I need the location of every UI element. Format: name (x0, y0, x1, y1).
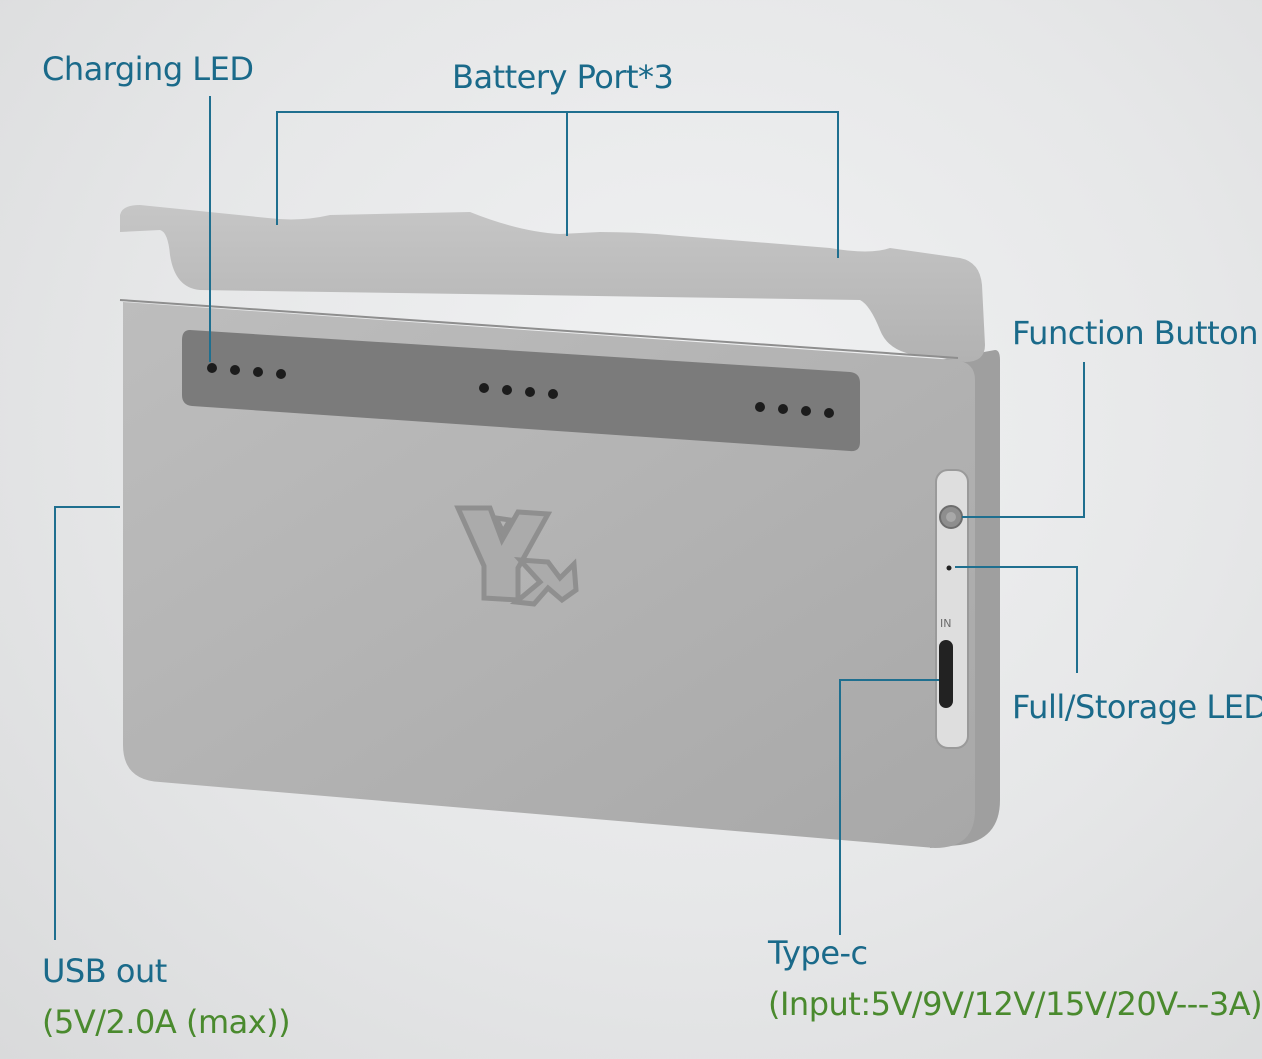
type-c-spec: (Input:5V/9V/12V/15V/20V---3A) (768, 985, 1262, 1023)
yx-logo-icon (454, 505, 579, 607)
type-c-label: Type-c (768, 934, 868, 972)
port-in-label: IN (940, 617, 951, 630)
function-button-inner (946, 512, 956, 522)
led-dot (230, 365, 240, 375)
charging-led-label: Charging LED (42, 50, 254, 88)
led-dot (548, 389, 558, 399)
led-dot (207, 363, 217, 373)
led-dot (479, 383, 489, 393)
leader-function-button (962, 362, 1085, 518)
led-dot (253, 367, 263, 377)
charging-led-group-2 (479, 383, 558, 399)
battery-port-cap (120, 205, 985, 362)
led-dot (824, 408, 834, 418)
leader-type-c (839, 679, 939, 935)
led-dot (502, 385, 512, 395)
led-strip (182, 330, 860, 452)
cap-seam (119, 299, 959, 359)
full-storage-led (946, 565, 952, 571)
battery-port-label: Battery Port*3 (452, 58, 674, 96)
leader-battery-port (276, 111, 839, 258)
leader-lines (54, 96, 1085, 940)
leader-full-storage-led (955, 566, 1078, 673)
led-dot (276, 369, 286, 379)
full-storage-led-label: Full/Storage LED (1012, 688, 1262, 726)
led-dot (801, 406, 811, 416)
charging-led-group-1 (207, 363, 286, 379)
charging-led-group-3 (755, 402, 834, 418)
usb-out-spec: (5V/2.0A (max)) (42, 1003, 291, 1041)
leader-usb-out (54, 506, 120, 940)
led-dot (778, 404, 788, 414)
usb-out-label: USB out (42, 952, 167, 990)
led-dot (525, 387, 535, 397)
type-c-port (939, 640, 953, 708)
led-dot (755, 402, 765, 412)
function-button-label: Function Button (1012, 314, 1258, 352)
